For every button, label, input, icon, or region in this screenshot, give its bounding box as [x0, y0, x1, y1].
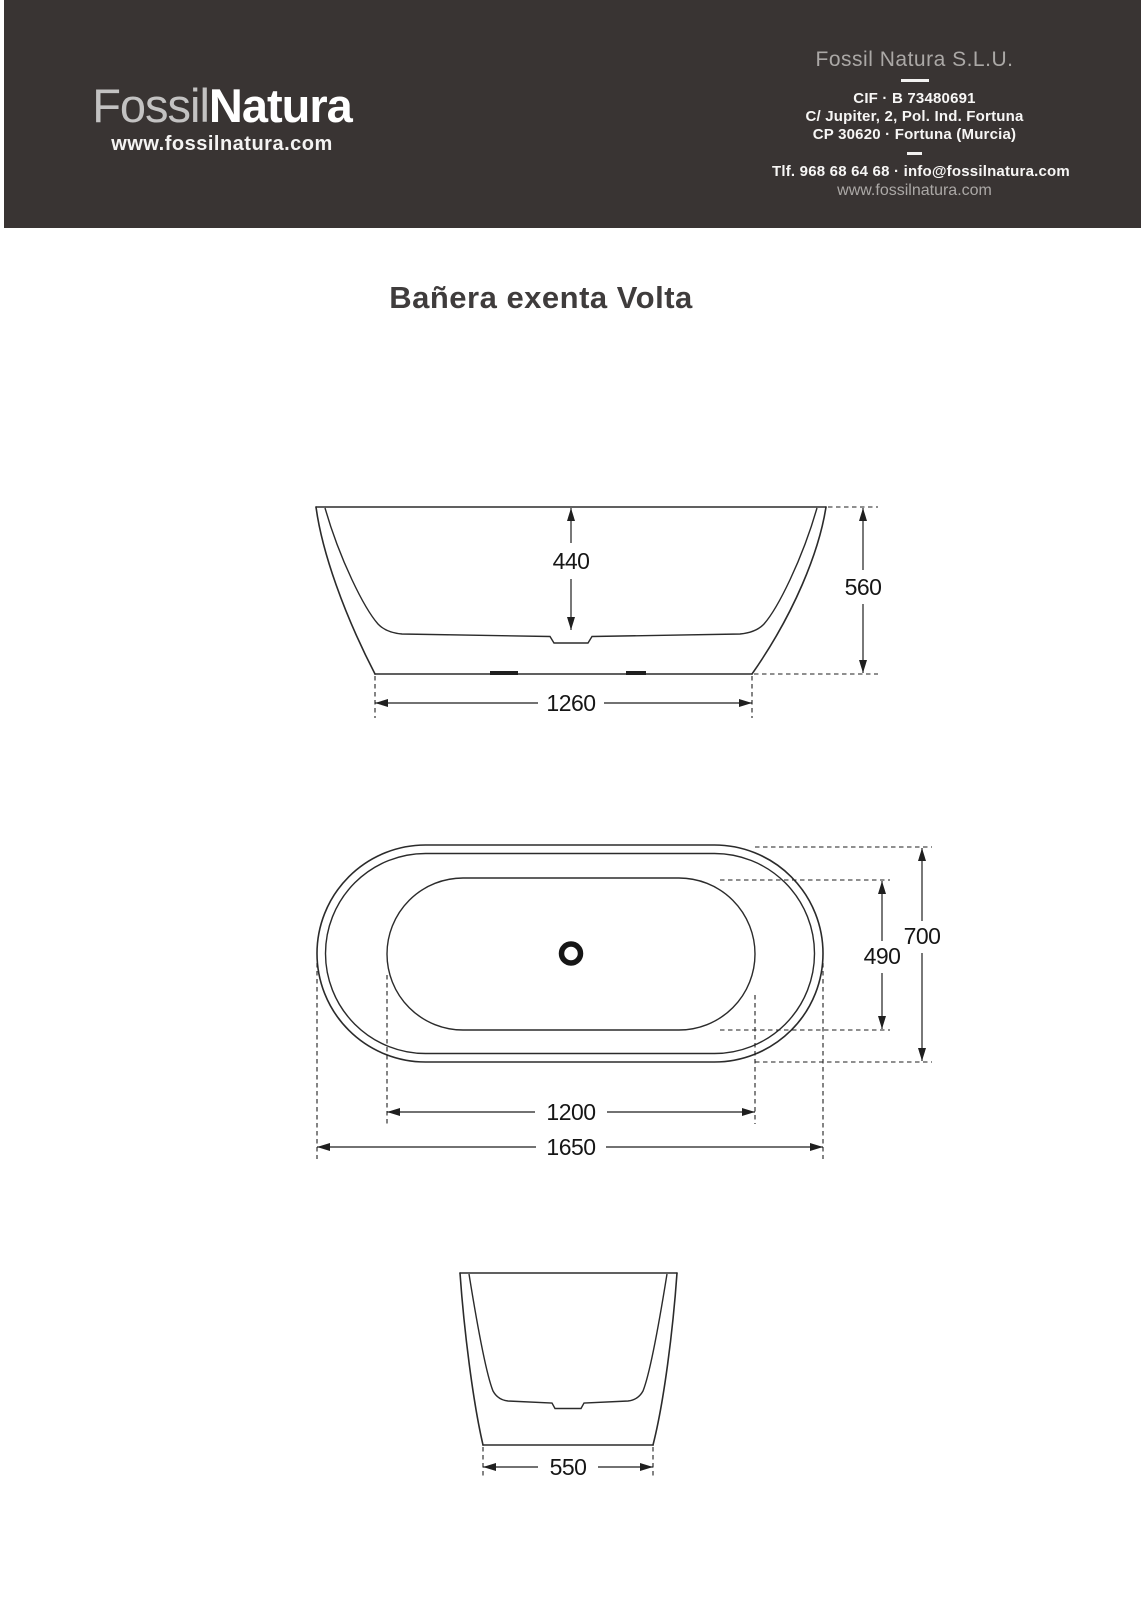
dim-label-560: 560 [845, 574, 882, 600]
company-website: www.fossilnatura.com [837, 182, 992, 199]
dim-total-length-1650: 1650 [317, 1134, 823, 1160]
basin-edge [386, 877, 756, 1031]
top-plan-drawing: 700 490 1200 1650 [316, 844, 940, 1160]
separator-rule [900, 79, 929, 82]
dim-total-height-560: 560 [754, 506, 882, 675]
dim-label-700: 700 [904, 923, 940, 949]
header: FossilNatura www.fossilnatura.com Fossil… [4, 0, 1141, 228]
company-cif: CIF · B 73480691 [853, 90, 976, 107]
logo-website: www.fossilnatura.com [111, 133, 333, 155]
company-info-block: Fossil Natura S.L.U. CIF · B 73480691 C/… [772, 48, 1070, 200]
dim-label-550: 550 [550, 1454, 587, 1480]
logo-wordmark: FossilNatura [62, 80, 382, 132]
dim-label-490: 490 [864, 943, 901, 969]
tub-front-inner-basin [324, 507, 818, 644]
dim-inner-width-490: 490 [720, 879, 901, 1031]
rim-inner-edge [324, 852, 816, 1055]
dim-inner-length-1200: 1200 [316, 963, 824, 1159]
company-city: CP 30620 · Fortuna (Murcia) [812, 126, 1017, 143]
page-title: Bañera exenta Volta [389, 280, 693, 315]
tub-side-outline [459, 1272, 678, 1446]
dim-label-440: 440 [553, 548, 590, 574]
drain-ring [558, 941, 584, 966]
dim-base-width-550: 550 [482, 1447, 654, 1480]
dim-label-1650: 1650 [546, 1134, 595, 1160]
tub-top-outline [316, 844, 824, 1063]
logo-text-fossil: Fossil [92, 79, 210, 132]
side-elevation-drawing: 550 [459, 1272, 678, 1480]
dim-inner-depth-440: 440 [553, 508, 590, 630]
company-phone-email: Tlf. 968 68 64 68 · info@fossilnatura.co… [772, 163, 1070, 180]
brand-logo: FossilNatura www.fossilnatura.com [62, 80, 382, 156]
dim-total-width-700: 700 [755, 846, 940, 1063]
company-name: Fossil Natura S.L.U. [815, 48, 1014, 71]
dim-label-1260: 1260 [546, 690, 595, 716]
tub-side-inner-basin [468, 1273, 668, 1410]
dim-label-1200: 1200 [546, 1099, 595, 1125]
tub-front-outline [315, 506, 827, 675]
logo-text-natura: Natura [208, 79, 353, 132]
front-elevation-drawing: 440 560 1260 [315, 506, 882, 718]
dim-base-width-1260: 1260 [374, 676, 753, 718]
company-address: C/ Jupiter, 2, Pol. Ind. Fortuna [805, 108, 1024, 125]
separator-rule [907, 152, 922, 155]
